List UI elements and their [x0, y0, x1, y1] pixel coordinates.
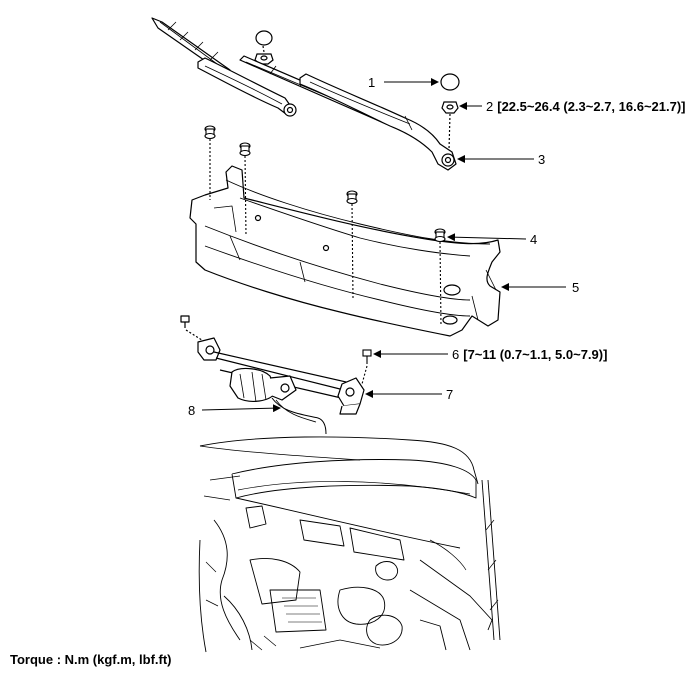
callout-labels: 1 2[22.5~26.4 (2.3~2.7, 16.6~21.7)] 3 4 …	[188, 75, 686, 418]
callout-8-number: 8	[188, 403, 195, 418]
pivot-cap	[440, 73, 460, 91]
engine-bay-view	[198, 436, 501, 653]
torque-units-note: Torque : N.m (kgf.m, lbf.ft)	[10, 652, 172, 667]
callout-6-torque-spec: [7~11 (0.7~1.1, 5.0~7.9)]	[463, 347, 607, 362]
right-wiper-assembly	[239, 55, 457, 171]
callout-3-number: 3	[538, 152, 545, 167]
callout-2-label: 2 [22.5~26.4 (2.3~2.7, 16.6~21.7)]	[486, 99, 686, 114]
motor-bolt	[361, 349, 372, 385]
clip	[434, 228, 446, 327]
cowl-top-cover	[189, 165, 501, 337]
callout-leaders	[201, 78, 566, 413]
clip	[239, 142, 251, 237]
callout-4-number: 4	[530, 232, 537, 247]
left-wiper-assembly	[151, 17, 297, 117]
callout-2-torque-spec: [22.5~26.4 (2.3~2.7, 16.6~21.7)]	[497, 99, 685, 114]
callout-7-number: 7	[446, 387, 453, 402]
callout-6-number: 6	[452, 347, 459, 362]
clip	[346, 190, 358, 299]
cowl-clips	[204, 125, 446, 327]
left-wiper-arm	[197, 57, 293, 115]
callout-5-number: 5	[572, 280, 579, 295]
callout-2-number: 2	[486, 99, 493, 114]
right-wiper-arm	[299, 73, 457, 171]
wiper-motor-linkage	[180, 315, 365, 435]
right-pivot-cap-and-nut	[440, 73, 460, 151]
callout-1-number: 1	[368, 75, 375, 90]
clip	[204, 125, 216, 200]
callout-6-label: 6 [7~11 (0.7~1.1, 5.0~7.9)]	[452, 347, 607, 362]
left-pivot-cap-and-nut	[254, 30, 274, 65]
